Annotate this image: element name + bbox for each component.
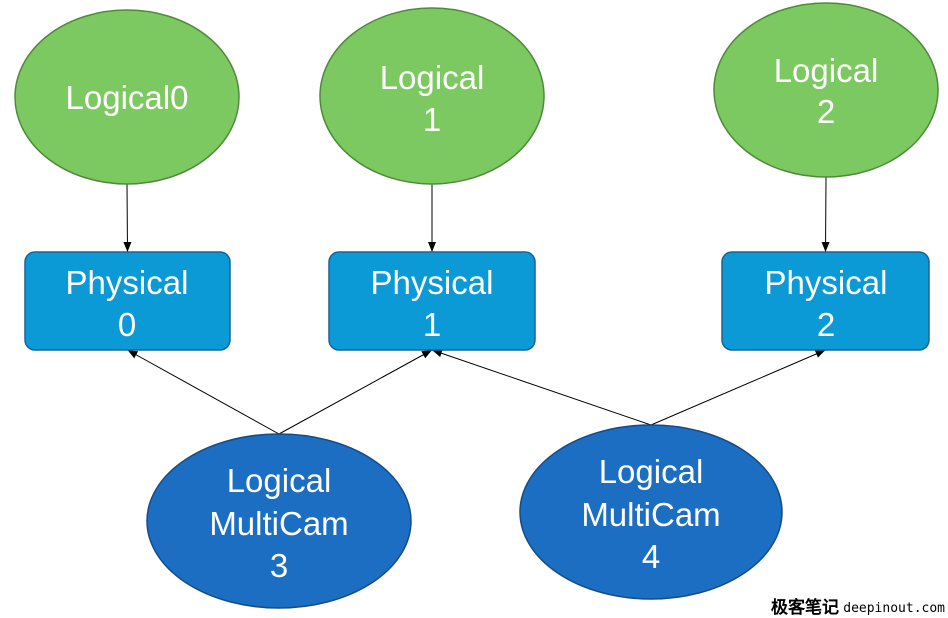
- node-logical-1-label-line-2: 1: [423, 101, 441, 138]
- node-physical-0: Physical 0: [24, 251, 231, 351]
- watermark: 极客笔记 deepinout.com: [771, 597, 945, 618]
- edge-logical-2-to-physical-2: [821, 176, 830, 253]
- node-logical-multicam-4-label-line-1: Logical: [599, 453, 704, 490]
- edge-logical-multicam-3-to-physical-1: [278, 349, 433, 435]
- node-logical-2-label-line-1: Logical: [774, 52, 879, 89]
- node-logical-2: Logical 2: [713, 2, 939, 178]
- watermark-site-text: deepinout.com: [843, 601, 945, 616]
- node-physical-2: Physical 2: [721, 251, 930, 351]
- node-logical-1-label-line-1: Logical: [380, 59, 485, 96]
- node-logical-multicam-3-label-line-1: Logical: [227, 462, 332, 499]
- node-logical-0: Logical0: [14, 9, 240, 185]
- node-physical-0-box: [24, 251, 231, 351]
- edge-logical-multicam-3-to-physical-0: [127, 349, 280, 435]
- node-logical-0-ellipse: [14, 9, 240, 185]
- node-physical-1-box: [328, 251, 536, 351]
- node-physical-0-label-line-2: 0: [118, 306, 136, 343]
- edge-logical-multicam-4-to-physical-1: [431, 349, 652, 426]
- node-logical-0-label-line-1: Logical0: [66, 79, 189, 116]
- node-logical-multicam-3: Logical MultiCam 3: [146, 433, 412, 609]
- node-logical-multicam-4-label-line-3: 4: [642, 538, 660, 575]
- node-physical-1-label-line-2: 1: [423, 306, 441, 343]
- edge-logical-0-to-physical-0: [123, 183, 132, 253]
- node-physical-1-label-line-1: Physical: [371, 264, 494, 301]
- node-logical-multicam-4-label-line-2: MultiCam: [581, 496, 720, 533]
- node-logical-1: Logical 1: [319, 7, 545, 185]
- node-logical-multicam-3-label-line-3: 3: [270, 547, 288, 584]
- node-physical-0-label-line-1: Physical: [66, 264, 189, 301]
- node-logical-2-label-line-2: 2: [817, 93, 835, 130]
- edges-layer: [123, 176, 830, 435]
- node-logical-2-ellipse: [713, 2, 939, 178]
- node-logical-1-ellipse: [319, 7, 545, 185]
- node-physical-2-box: [721, 251, 930, 351]
- node-physical-2-label-line-2: 2: [817, 306, 835, 343]
- node-logical-multicam-3-label-line-2: MultiCam: [209, 505, 348, 542]
- node-logical-multicam-4: Logical MultiCam 4: [519, 424, 783, 600]
- node-logical-multicam-3-ellipse: [146, 433, 412, 609]
- watermark-logo-text: 极客笔记: [771, 597, 839, 618]
- edge-logical-multicam-4-to-physical-2: [650, 349, 826, 426]
- node-logical-multicam-4-ellipse: [519, 424, 783, 600]
- node-physical-2-label-line-1: Physical: [765, 264, 888, 301]
- node-physical-1: Physical 1: [328, 251, 536, 351]
